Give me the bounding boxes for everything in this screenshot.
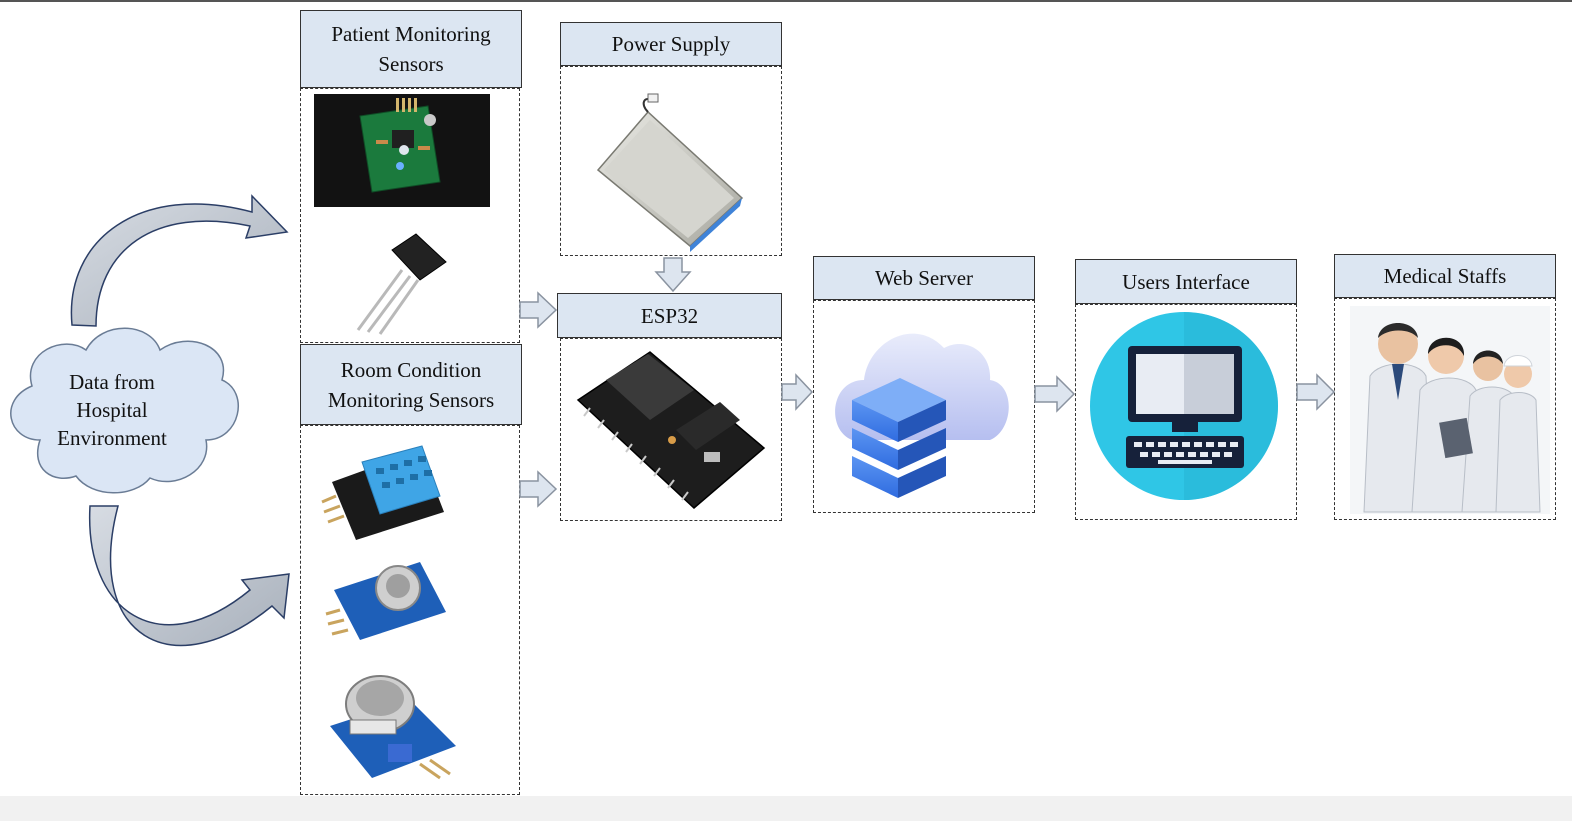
arrow-patient-to-esp32 xyxy=(519,291,558,329)
microcontroller-board-icon xyxy=(576,351,766,510)
data-source-label-line: Environment xyxy=(57,426,167,450)
users-interface-title: Users Interface xyxy=(1075,259,1297,304)
data-source-label-line: Hospital xyxy=(76,398,148,422)
arrow-room-to-esp32 xyxy=(519,470,558,508)
arrow-esp32-to-server xyxy=(781,373,814,411)
esp32-title: ESP32 xyxy=(557,293,782,338)
arrow-power-to-esp32 xyxy=(654,257,692,293)
arrow-server-to-interface xyxy=(1034,375,1076,413)
data-source-label: Data from Hospital Environment xyxy=(40,368,184,452)
power-supply-title: Power Supply xyxy=(560,22,782,66)
gas-sensor-icon xyxy=(330,675,456,780)
data-source-cloud-icon xyxy=(10,327,239,494)
battery-icon xyxy=(596,93,744,252)
data-source-label-line: Data from xyxy=(69,370,155,394)
curved-arrow-up xyxy=(70,194,289,327)
patient-sensors-title: Patient Monitoring Sensors xyxy=(300,10,522,88)
room-sensors-title-line: Monitoring Sensors xyxy=(327,387,495,412)
web-server-title: Web Server xyxy=(813,256,1035,300)
temperature-sensor-icon xyxy=(356,233,447,335)
room-sensors-title-line: Room Condition xyxy=(340,357,482,382)
gas-sensor-icon xyxy=(325,562,446,640)
top-rule xyxy=(0,0,1572,2)
computer-monitor-icon xyxy=(1090,312,1278,500)
pulse-sensor-board-icon xyxy=(314,94,490,207)
arrow-interface-to-staff xyxy=(1296,373,1336,411)
medical-staff-icon xyxy=(1350,306,1550,514)
curved-arrow-down xyxy=(88,505,290,647)
bottom-band xyxy=(0,796,1572,821)
patient-sensors-title-line: Patient Monitoring xyxy=(331,22,491,46)
cloud-server-icon xyxy=(835,333,1009,498)
medical-staffs-title: Medical Staffs xyxy=(1334,254,1556,298)
humidity-sensor-icon xyxy=(321,445,444,540)
patient-sensors-title-line: Sensors xyxy=(378,52,444,76)
room-sensors-title: Room Condition Monitoring Sensors xyxy=(300,344,522,425)
